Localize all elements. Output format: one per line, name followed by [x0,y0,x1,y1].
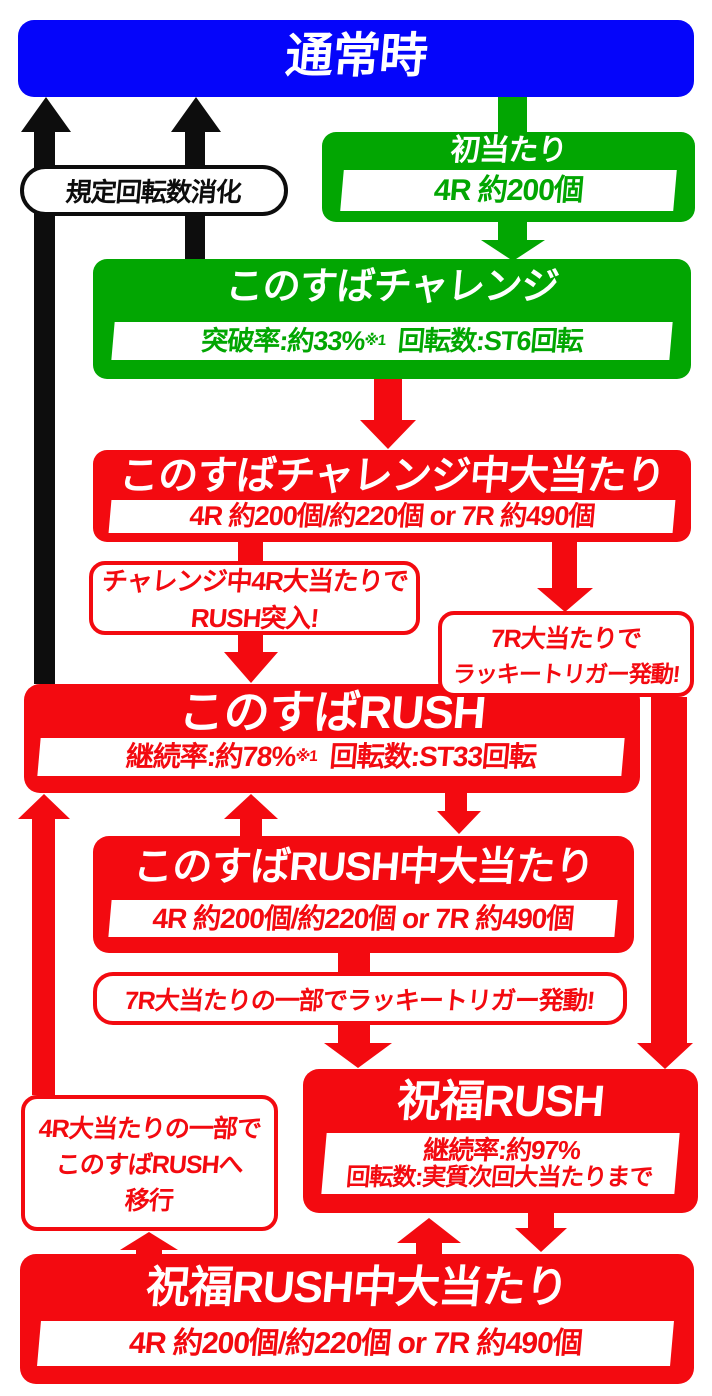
arrow-normal-to-first-hit [498,96,527,136]
blessing-rush-hit-payout: 4R 約200個/約220個 or 7R 約490個 [37,1321,674,1366]
arrow-blessing-to-blessing-hit-head [515,1228,567,1252]
konosuba-rush-stats-rate: 継続率:約78% [124,741,297,773]
arrow-blessing-hit-to-blessing-shaft [416,1241,442,1254]
arrow-first-hit-to-challenge-shaft [498,222,527,242]
konosuba-rush-hit-payout: 4R 約200個/約220個 or 7R 約490個 [108,900,618,937]
challenge-box: このすばチャレンジ 突破率:約33%※1 回転数:ST6回転 [93,259,691,379]
konosuba-rush-hit-title: このすばRUSH中大当たり [131,845,596,889]
arrow-tall-left-up-head [18,794,70,819]
challenge-hit-payout: 4R 約200個/約220個 or 7R 約490個 [108,500,676,533]
arrow-tall-right-down-head [637,1043,693,1069]
lucky-trigger-callout: 7R大当たりで ラッキートリガー発動! [438,611,694,697]
challenge-stats-rate: 突破率:約33% [200,325,366,356]
arrow-tall-left-up-shaft [32,818,55,1095]
blessing-rush-box: 祝福RUSH 継続率:約97% 回転数:実質次回大当たりまで [303,1069,698,1213]
blessing-rush-stats-spins: 回転数:実質次回大当たりまで [345,1163,654,1191]
challenge-stats: 突破率:約33%※1 回転数:ST6回転 [111,322,673,360]
spin-reset-callout: 規定回転数消化 [20,165,288,216]
blessing-rush-hit-box: 祝福RUSH中大当たり 4R 約200個/約220個 or 7R 約490個 [20,1254,694,1384]
blessing-rush-stats: 継続率:約97% 回転数:実質次回大当たりまで [321,1133,680,1194]
rush-entry-line2: RUSH突入! [189,603,320,633]
to-konosuba-rush-line1: 4R大当たりの一部で [37,1115,262,1143]
normal-state-box: 通常時 [18,20,694,97]
challenge-stats-spins: 回転数:ST6回転 [396,325,584,356]
to-konosuba-rush-line3: 移行 [124,1187,175,1215]
arrow-challenge-to-challenge-hit-shaft [374,379,402,420]
rush-entry-line1: チャレンジ中4R大当たりで [100,566,409,596]
konosuba-rush-hit-box: このすばRUSH中大当たり 4R 約200個/約220個 or 7R 約490個 [93,836,634,953]
konosuba-rush-stats-spins: 回転数:ST33回転 [328,741,538,773]
challenge-hit-title: このすばチャレンジ中大当たり [117,454,667,498]
arrow-to-normal-left-head [21,97,71,132]
lucky-trigger-part-callout: 7R大当たりの一部でラッキートリガー発動! [93,972,627,1025]
arrow-to-normal-right-head [171,97,221,132]
arrow-rush-to-rush-hit-head [437,811,481,834]
first-hit-payout: 4R 約200個 [340,170,677,211]
to-konosuba-rush-callout: 4R大当たりの一部で このすばRUSHへ 移行 [21,1095,278,1231]
challenge-title: このすばチャレンジ [223,266,561,308]
arrow-to-normal-left-shaft [34,130,55,684]
arrow-challenge-to-challenge-hit-head [360,420,416,449]
challenge-stats-footnote: ※1 [363,332,386,349]
first-hit-title: 初当たり [449,134,569,167]
arrow-challenge-hit-to-lucky-trigger-head [537,588,593,612]
blessing-rush-stats-rate: 継続率:約97% [421,1135,582,1166]
rush-entry-callout: チャレンジ中4R大当たりで RUSH突入! [89,561,420,635]
arrow-blessing-hit-to-blessing-head [397,1218,461,1243]
arrow-tall-right-down-shaft [651,697,687,1043]
to-konosuba-rush-line2: このすばRUSHへ [54,1151,244,1179]
arrow-blessing-hit-to-callout-head [120,1232,178,1250]
arrow-rush-hit-to-blessing-head [324,1043,392,1068]
konosuba-rush-stats-footnote: ※1 [294,748,318,766]
arrow-rush-hit-to-rush-head [224,794,278,819]
arrow-blessing-hit-to-callout-shaft [136,1248,162,1254]
arrow-challenge-hit-to-rush-head [224,652,278,683]
lucky-trigger-line2: ラッキートリガー発動! [451,661,681,687]
arrow-challenge-hit-to-lucky-trigger-shaft [552,542,577,588]
arrow-first-hit-to-challenge-head [481,240,545,261]
arrow-rush-to-rush-hit-shaft [445,793,467,811]
arrow-blessing-to-blessing-hit-shaft [528,1213,554,1228]
first-hit-box: 初当たり 4R 約200個 [322,132,695,222]
konosuba-rush-stats: 継続率:約78%※1 回転数:ST33回転 [37,738,625,776]
challenge-hit-box: このすばチャレンジ中大当たり 4R 約200個/約220個 or 7R 約490… [93,450,691,542]
blessing-rush-title: 祝福RUSH [395,1077,607,1126]
lucky-trigger-part-text: 7R大当たりの一部でラッキートリガー発動! [123,986,596,1015]
spin-reset-text: 規定回転数消化 [65,177,243,207]
arrow-rush-hit-to-rush-shaft [240,818,262,836]
lucky-trigger-line1: 7R大当たりで [489,625,643,653]
normal-state-title: 通常時 [283,30,429,83]
blessing-rush-hit-title: 祝福RUSH中大当たり [144,1263,571,1312]
